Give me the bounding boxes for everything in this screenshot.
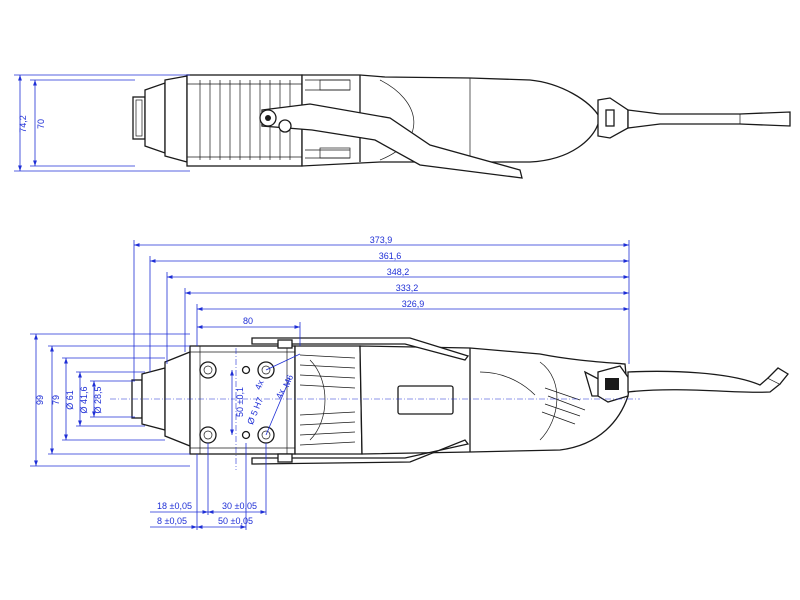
dim-thread-qty: 4x (253, 378, 266, 391)
dim-len-5: 326,9 (402, 299, 425, 309)
dim-bot-2: 30 ±0,05 (222, 501, 257, 511)
dim-height-2: 99 (35, 395, 45, 405)
dim-len-1: 373,9 (370, 235, 393, 245)
dim-dia-2: Ø 41,6 (79, 386, 89, 413)
top-view-dimensions: 74,2 70 (14, 74, 190, 172)
dim-thread-m: M6 (281, 373, 295, 388)
dim-height-outer: 74,2 (18, 115, 28, 133)
top-view-tail (597, 97, 791, 139)
side-view-fins (294, 345, 363, 455)
top-view-nozzle (132, 75, 188, 163)
side-view-dimensions: 373,9 361,6 348,2 333,2 326,9 80 99 79 Ø… (30, 235, 630, 530)
dim-height-inner: 70 (36, 119, 46, 129)
dim-len-3: 348,2 (387, 267, 410, 277)
dim-bot-4: 50 ±0,05 (218, 516, 253, 526)
dim-len-6: 80 (243, 316, 253, 326)
side-view (110, 337, 789, 470)
top-view (132, 74, 791, 179)
dim-bot-1: 18 ±0,05 (157, 501, 192, 511)
side-view-head (189, 345, 296, 455)
side-view-rails (251, 337, 470, 465)
side-view-tail (597, 365, 789, 403)
dim-dia-3: Ø 61 (65, 390, 75, 410)
top-view-lever (259, 103, 523, 179)
dim-thread-m-qty: 4x (274, 387, 287, 400)
dim-hole-spacing: 50 ±0,1 (235, 387, 245, 417)
dim-height-1: 79 (51, 395, 61, 405)
dim-dia-1: Ø 28,5 (93, 386, 103, 413)
side-view-body (359, 345, 629, 455)
dim-len-4: 333,2 (396, 283, 419, 293)
dim-bot-3: 8 ±0,05 (157, 516, 187, 526)
dim-len-2: 361,6 (379, 251, 402, 261)
